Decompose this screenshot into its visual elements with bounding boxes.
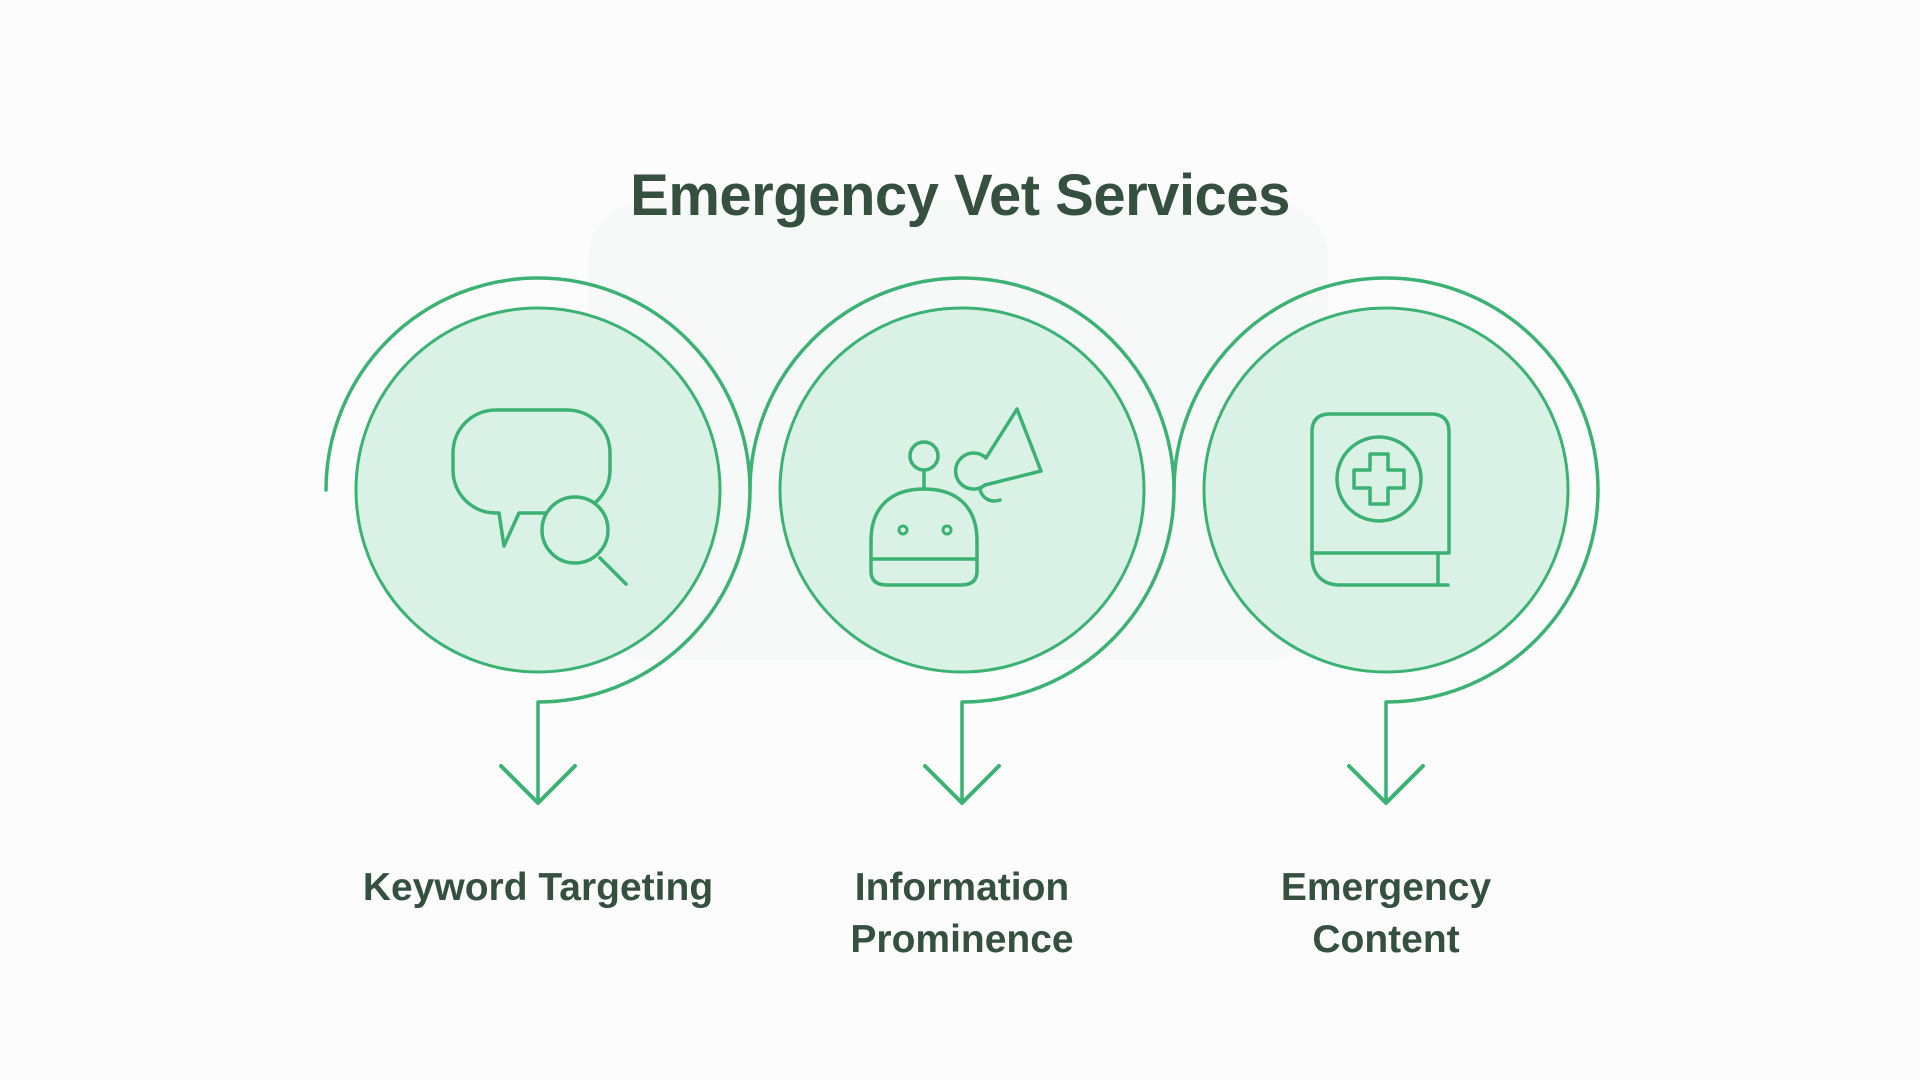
unit-graphic [748, 276, 1176, 805]
unit-label: Emergency Content [1101, 862, 1671, 966]
magnifier-handle [598, 556, 628, 586]
chat-search-icon [451, 408, 628, 586]
unit-label: Keyword Targeting [253, 862, 823, 914]
unit-label: Information Prominence [677, 862, 1247, 966]
book-spine [1310, 549, 1450, 587]
unit-graphic [324, 276, 752, 805]
book-cover [1310, 412, 1451, 558]
robot-eye-right [941, 524, 953, 536]
outer-ring-line [324, 276, 752, 802]
speech-bubble-shape [451, 408, 612, 548]
magnifier-lens [540, 495, 610, 565]
label-line: Content [1312, 918, 1460, 961]
robot-megaphone-icon [869, 407, 1043, 587]
cross-circle [1335, 435, 1423, 523]
down-arrow-icon [1347, 764, 1425, 805]
label-line: Information [854, 866, 1070, 909]
unit-graphic [1172, 276, 1600, 805]
label-line: Keyword Targeting [362, 866, 714, 909]
medical-cross [1352, 452, 1406, 506]
outer-ring-line [748, 276, 1176, 802]
icon-circle [1202, 306, 1570, 674]
down-arrow-icon [923, 764, 1001, 805]
medical-book-icon [1310, 412, 1451, 587]
page-title: Emergency Vet Services [630, 162, 1290, 228]
megaphone-bell [953, 451, 988, 491]
down-arrow-icon [499, 764, 577, 805]
diagram-unit-information-prominence: Information Prominence [737, 240, 1187, 1020]
diagram-unit-keyword-targeting: Keyword Targeting [313, 240, 763, 1020]
label-line: Prominence [850, 918, 1074, 961]
megaphone-handle [978, 488, 1002, 503]
robot-chin [869, 557, 979, 587]
label-line: Emergency [1280, 866, 1492, 909]
icon-circle [354, 306, 722, 674]
megaphone-cone [983, 407, 1043, 487]
icon-circle [778, 306, 1146, 674]
diagram-unit-emergency-content: Emergency Content [1161, 240, 1611, 1020]
robot-eye-left [897, 524, 909, 536]
outer-ring-line [1172, 276, 1600, 802]
robot-head-dome [869, 487, 979, 561]
